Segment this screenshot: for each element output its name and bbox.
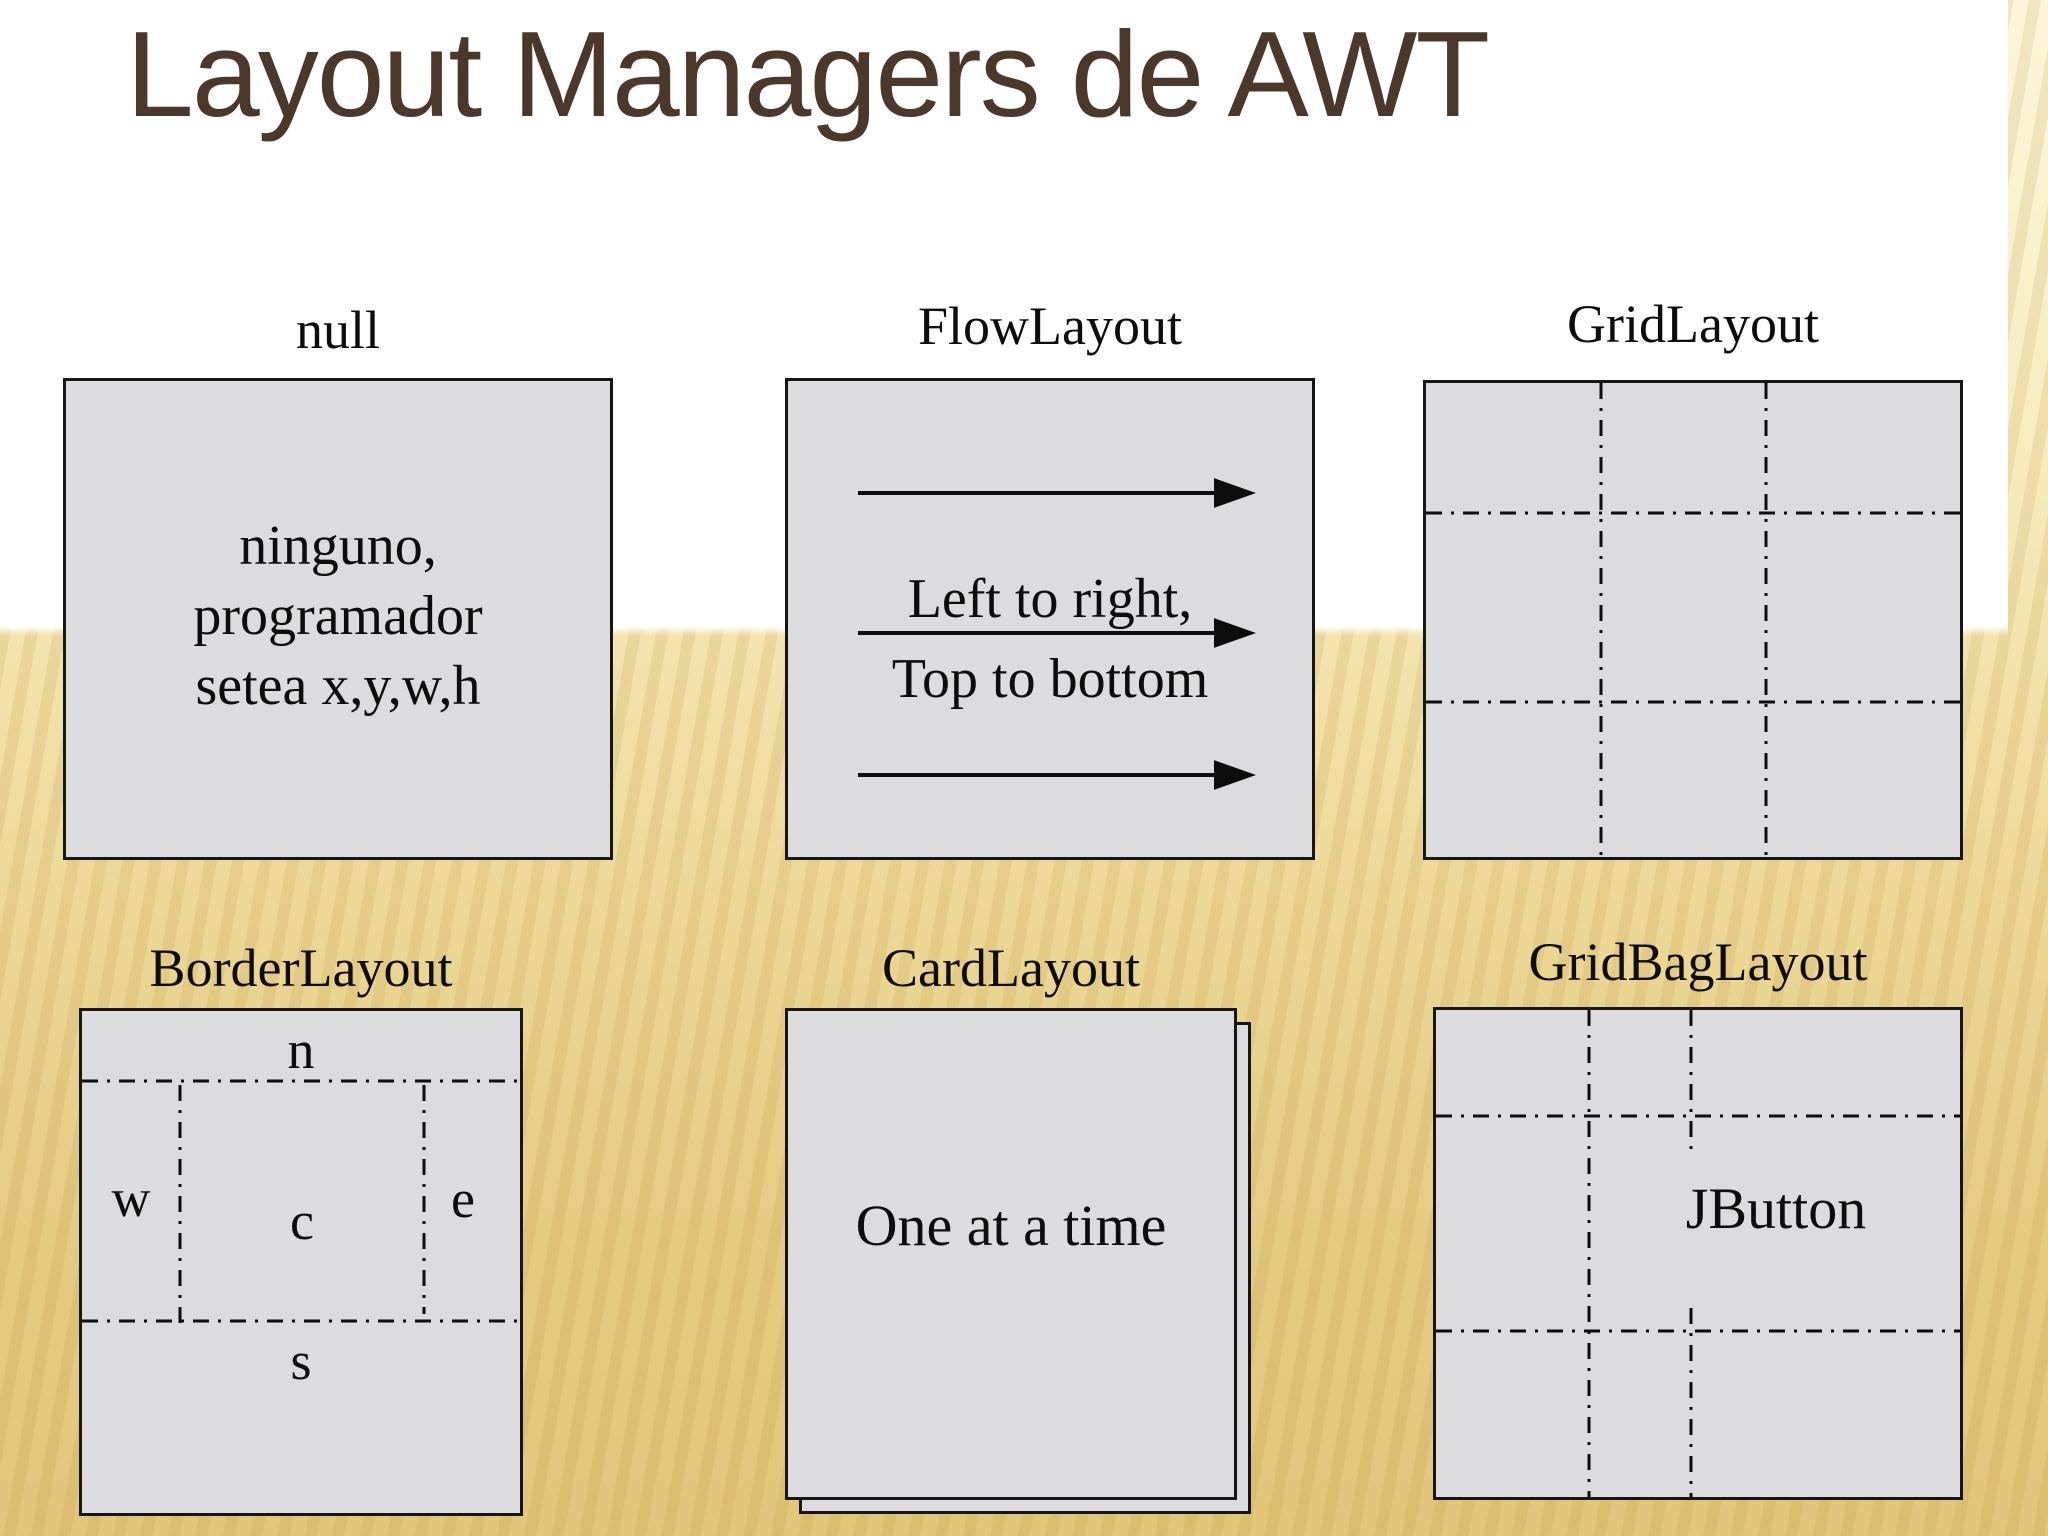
border-region-lines-icon — [82, 1079, 520, 1331]
gridbag-jbutton-text: JButton — [1685, 1176, 1867, 1241]
flow-text-line1: Left to right, — [907, 568, 1193, 630]
border-region-west: w — [111, 1168, 151, 1228]
gridbaglayout-panel: JButton — [1433, 1007, 1963, 1500]
flow-text-line2: Top to bottom — [891, 648, 1209, 710]
cardlayout-panel: One at a time — [785, 1008, 1237, 1500]
cardlayout-text: One at a time — [855, 1193, 1167, 1258]
null-panel: ninguno, programador setea x,y,w,h — [63, 378, 613, 860]
borderlayout-panel: n w c e s — [79, 1008, 523, 1516]
page-title: Layout Managers de AWT — [126, 6, 1490, 142]
null-text-line2: programador — [193, 585, 483, 647]
cardlayout-panel-label: CardLayout — [882, 938, 1140, 998]
flowlayout-panel: Left to right, Top to bottom — [785, 378, 1315, 860]
borderlayout-panel-label: BorderLayout — [149, 938, 453, 998]
gridbaglayout-panel-label: GridBagLayout — [1528, 932, 1868, 992]
border-region-center: c — [290, 1191, 314, 1251]
border-region-south: s — [290, 1331, 312, 1391]
flow-arrows-icon — [858, 478, 1257, 790]
null-text-line1: ninguno, — [239, 515, 437, 577]
gridbag-lines-icon — [1436, 1010, 1960, 1497]
flowlayout-panel-label: FlowLayout — [918, 296, 1182, 356]
null-panel-label: null — [295, 300, 380, 360]
border-region-east: e — [451, 1169, 475, 1229]
null-panel-text: ninguno, programador setea x,y,w,h — [66, 511, 610, 721]
grid-lines-icon — [1426, 383, 1960, 857]
null-text-line3: setea x,y,w,h — [195, 655, 481, 717]
border-region-north: n — [287, 1020, 315, 1080]
gridlayout-panel-label: GridLayout — [1567, 294, 1819, 354]
gridlayout-panel — [1423, 380, 1963, 860]
